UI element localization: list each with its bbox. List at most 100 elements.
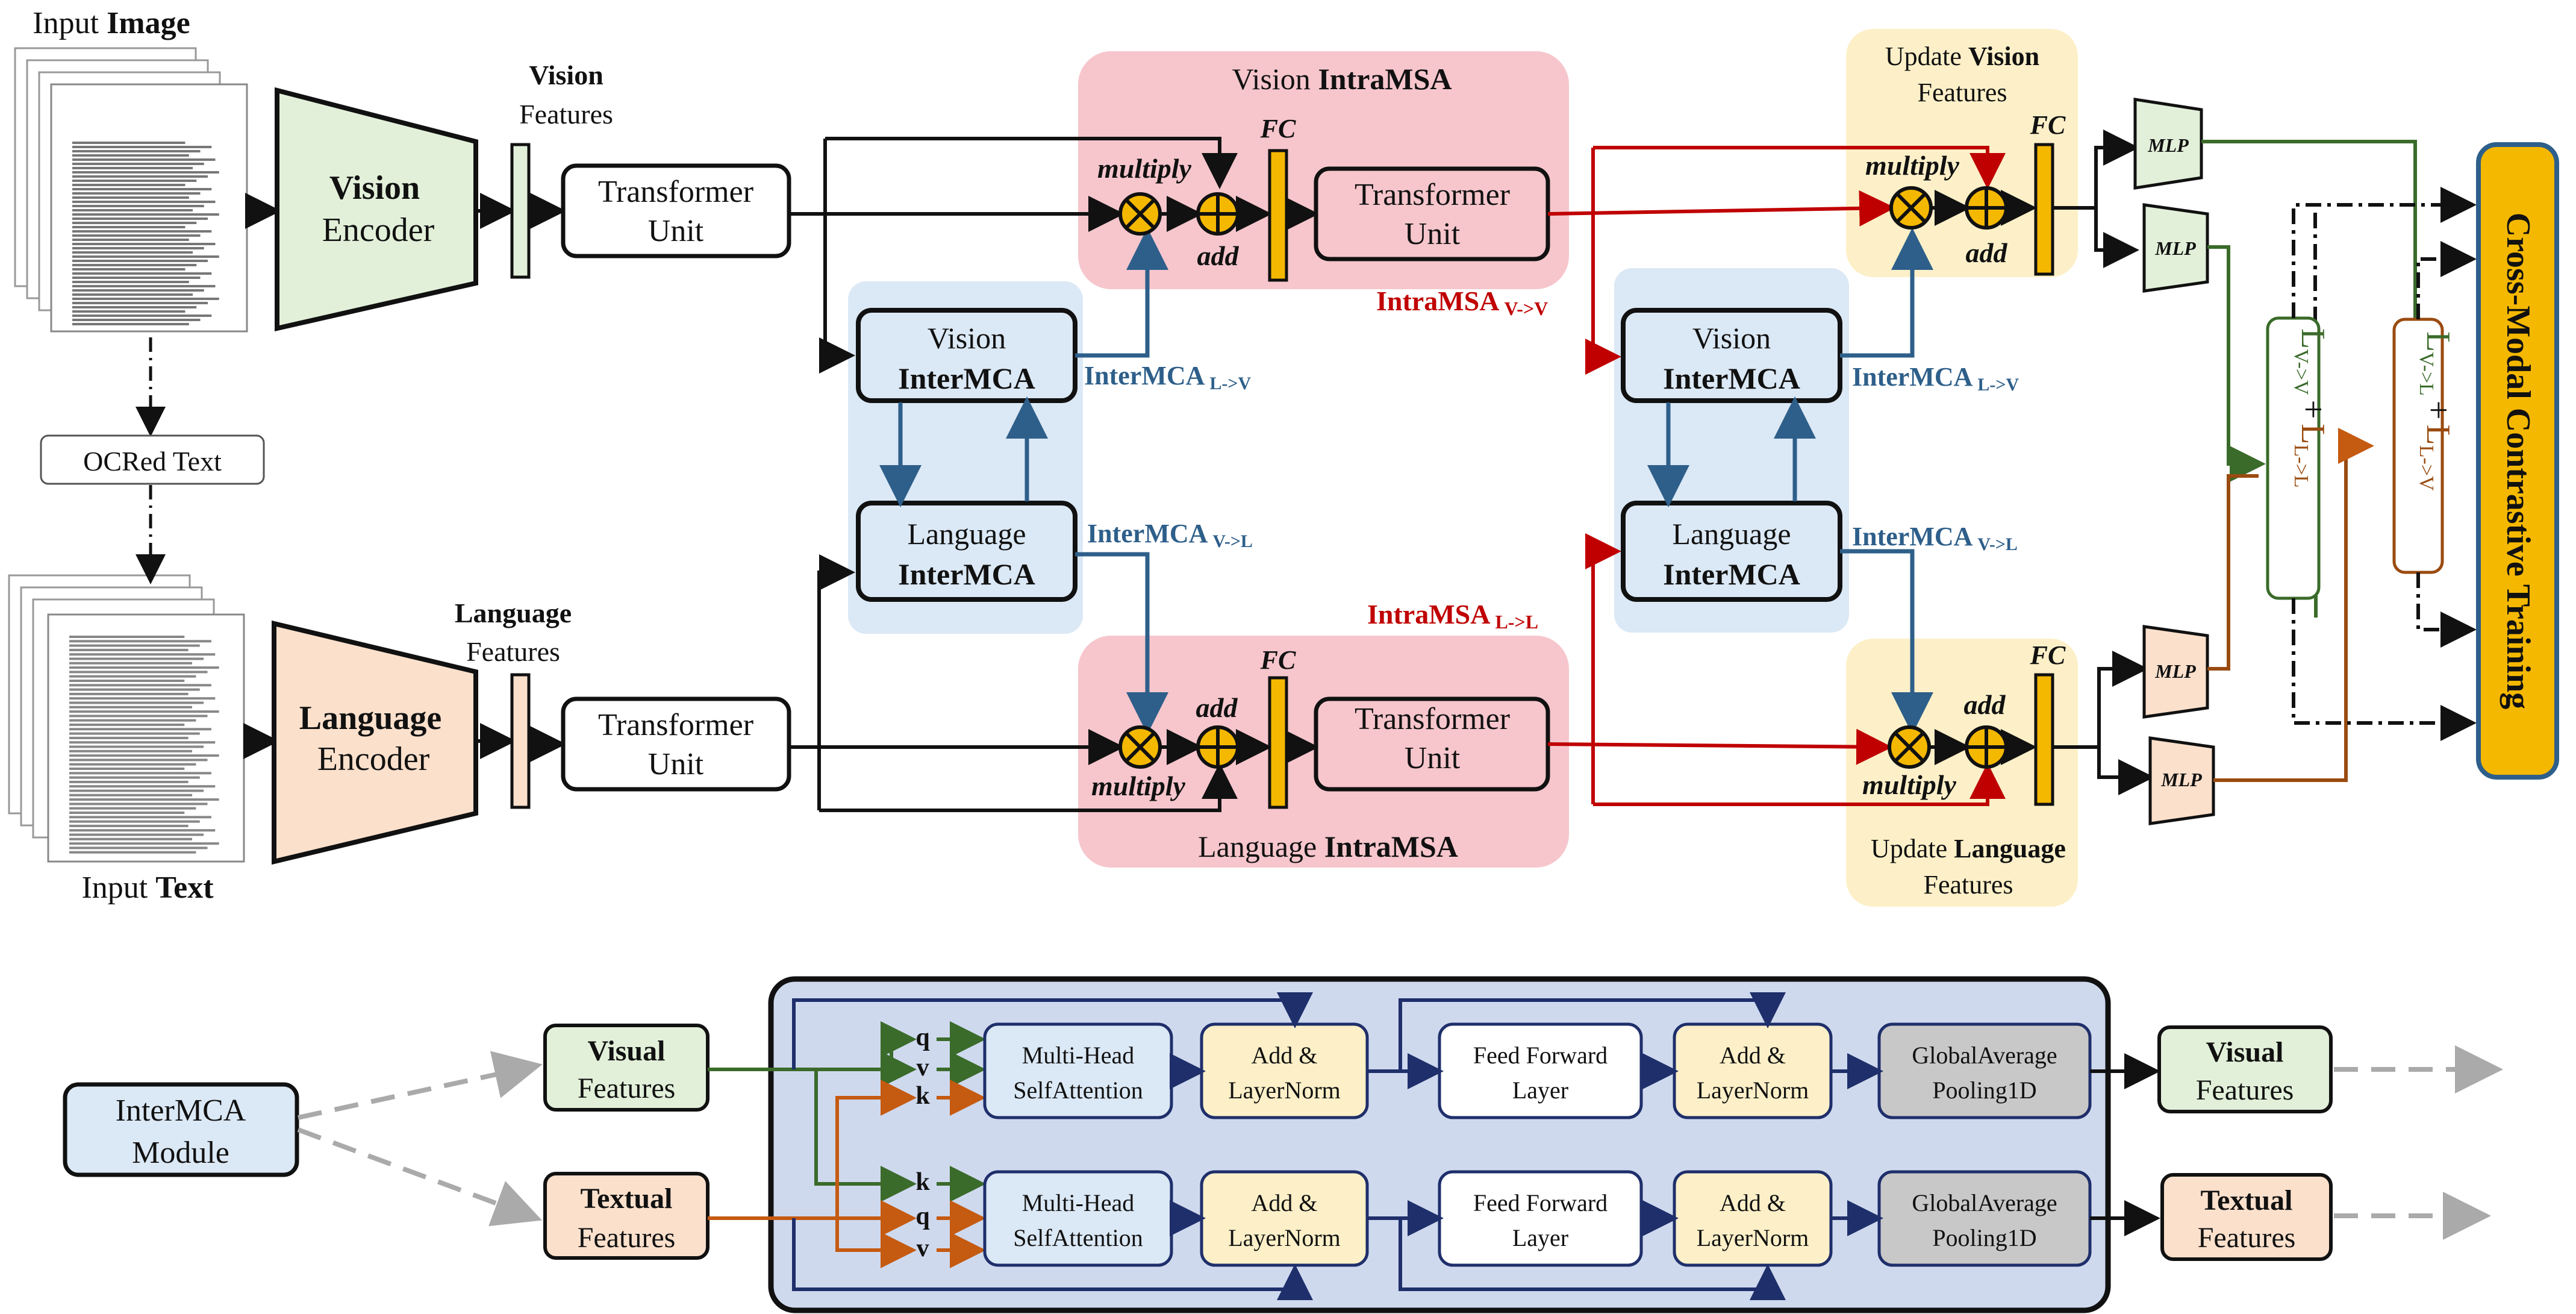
cmct-label: Cross-Modal Contrastive Training [2500,213,2537,709]
ocred-text-label: OCRed Text [83,446,222,477]
svg-text:Features: Features [2196,1074,2294,1106]
document-text-line [72,319,201,321]
v-label-visual: v [917,1054,929,1081]
add-op-language-2 [1965,725,2008,769]
document-text-line [69,728,211,731]
language-intermca-1-bold: InterMCA [898,557,1035,591]
visual-feed-forward-label-1: Feed Forward [1473,1042,1608,1069]
document-text-line [72,150,201,152]
visual-global-avg-pool-label-1: GlobalAverage [1912,1042,2057,1069]
q-label-visual: q [915,1024,929,1051]
document-text-line [69,724,185,726]
visual-add-norm-1-label-2: LayerNorm [1228,1077,1341,1104]
document-text-line [69,715,208,718]
vision-intermca-1-bold: InterMCA [898,361,1035,395]
multiply-op-vision-1 [1118,192,1162,236]
language-encoder [272,620,478,865]
document-text-line [72,209,193,211]
document-text-line [72,285,216,287]
svg-text:Textual: Textual [581,1183,673,1215]
document-text-line [72,163,204,165]
visual-mhsa-label-2: SelfAttention [1013,1077,1143,1104]
vision-transformer-unit-1-l1: Transformer [598,175,753,209]
vision-features-bar [510,143,531,279]
fc-bar-language-1 [1268,676,1288,809]
textual-mhsa-label-2: SelfAttention [1013,1224,1143,1251]
document-text-line [72,306,197,308]
input-image-stack [14,47,248,333]
document-text-line [72,217,208,220]
loss-right-text: LV->L+LL->V [2415,331,2457,491]
textual-add-norm-1-label-2: LayerNorm [1228,1224,1341,1251]
add-op-vision-1 [1196,192,1240,236]
vision-intermca-1-top: Vision [928,321,1006,355]
document-text-line [72,302,208,304]
update-vision-title: Update Vision [1885,42,2039,71]
input-image-label: Input Image [33,6,190,40]
document-text-line [69,640,211,643]
ocred-text-box [40,434,265,485]
document-text-line [69,768,185,770]
multiply-label-v2: multiply [1865,150,1959,181]
document-text-line [69,710,219,713]
document-text-line [72,222,197,224]
language-intermca-2-bold: InterMCA [1663,557,1800,591]
document-text-line [69,807,196,810]
textual-mhsa-label-1: Multi-Head [1022,1189,1135,1216]
mlp-language-2: MLP [2148,736,2215,825]
svg-text:Visual: Visual [2206,1036,2284,1068]
language-features-bar [510,673,531,809]
loss-left-text: LV->V+LL->L [2290,328,2331,488]
language-transformer-unit-2-l1: Transformer [1355,702,1510,736]
svg-text:MLP: MLP [2154,660,2196,682]
intermca-module-title-l1: InterMCA [116,1093,246,1128]
document-text-line [69,798,219,801]
document-text-line [69,636,185,638]
input-text-stack [8,574,245,863]
multiply-label-v1: multiply [1097,153,1191,184]
document-text-line [69,763,196,766]
vision-features-sub: Features [519,99,613,130]
document-text-line [69,675,196,678]
document-text-line [69,816,211,819]
visual-mhsa-label-1: Multi-Head [1022,1042,1135,1069]
document-text-line [69,653,216,656]
document-text-line [72,264,197,266]
document-text-line [72,230,212,233]
document-text-line [69,789,204,792]
document-text-line [69,648,189,651]
add-label-l1: add [1196,692,1238,723]
visual-add-norm-1-label-1: Add & [1252,1042,1318,1069]
document-text-line [72,310,186,313]
update-language-sub: Features [1923,870,2013,899]
document-text-line [72,175,208,178]
document-text-line [69,754,219,757]
svg-text:Features: Features [578,1222,676,1254]
language-transformer-unit-1 [561,696,791,792]
add-label-l2: add [1964,689,2006,720]
document-text-line [72,154,189,157]
document-text-line [72,272,212,275]
document-text-line [69,701,204,704]
document-text-line [72,239,189,241]
intermca-module-title-l2: Module [132,1136,229,1170]
svg-text:Features: Features [2198,1222,2296,1254]
document-text-line [69,666,219,669]
textual-add-norm-2-label-1: Add & [1720,1189,1786,1216]
document-text-line [69,802,208,806]
document-text-line [72,146,212,148]
document-text-line [69,688,200,691]
document-text-line [69,812,185,814]
language-transformer-unit-1-l2: Unit [648,747,704,781]
language-features-title: Language [455,598,572,628]
document-text-line [72,158,216,161]
document-text-line [72,142,186,144]
visual-features-output [2157,1025,2333,1113]
textual-add-norm-1-label-1: Add & [1252,1189,1318,1216]
add-label-v2: add [1966,237,2008,268]
vision-transformer-unit-2-l1: Transformer [1355,178,1510,212]
